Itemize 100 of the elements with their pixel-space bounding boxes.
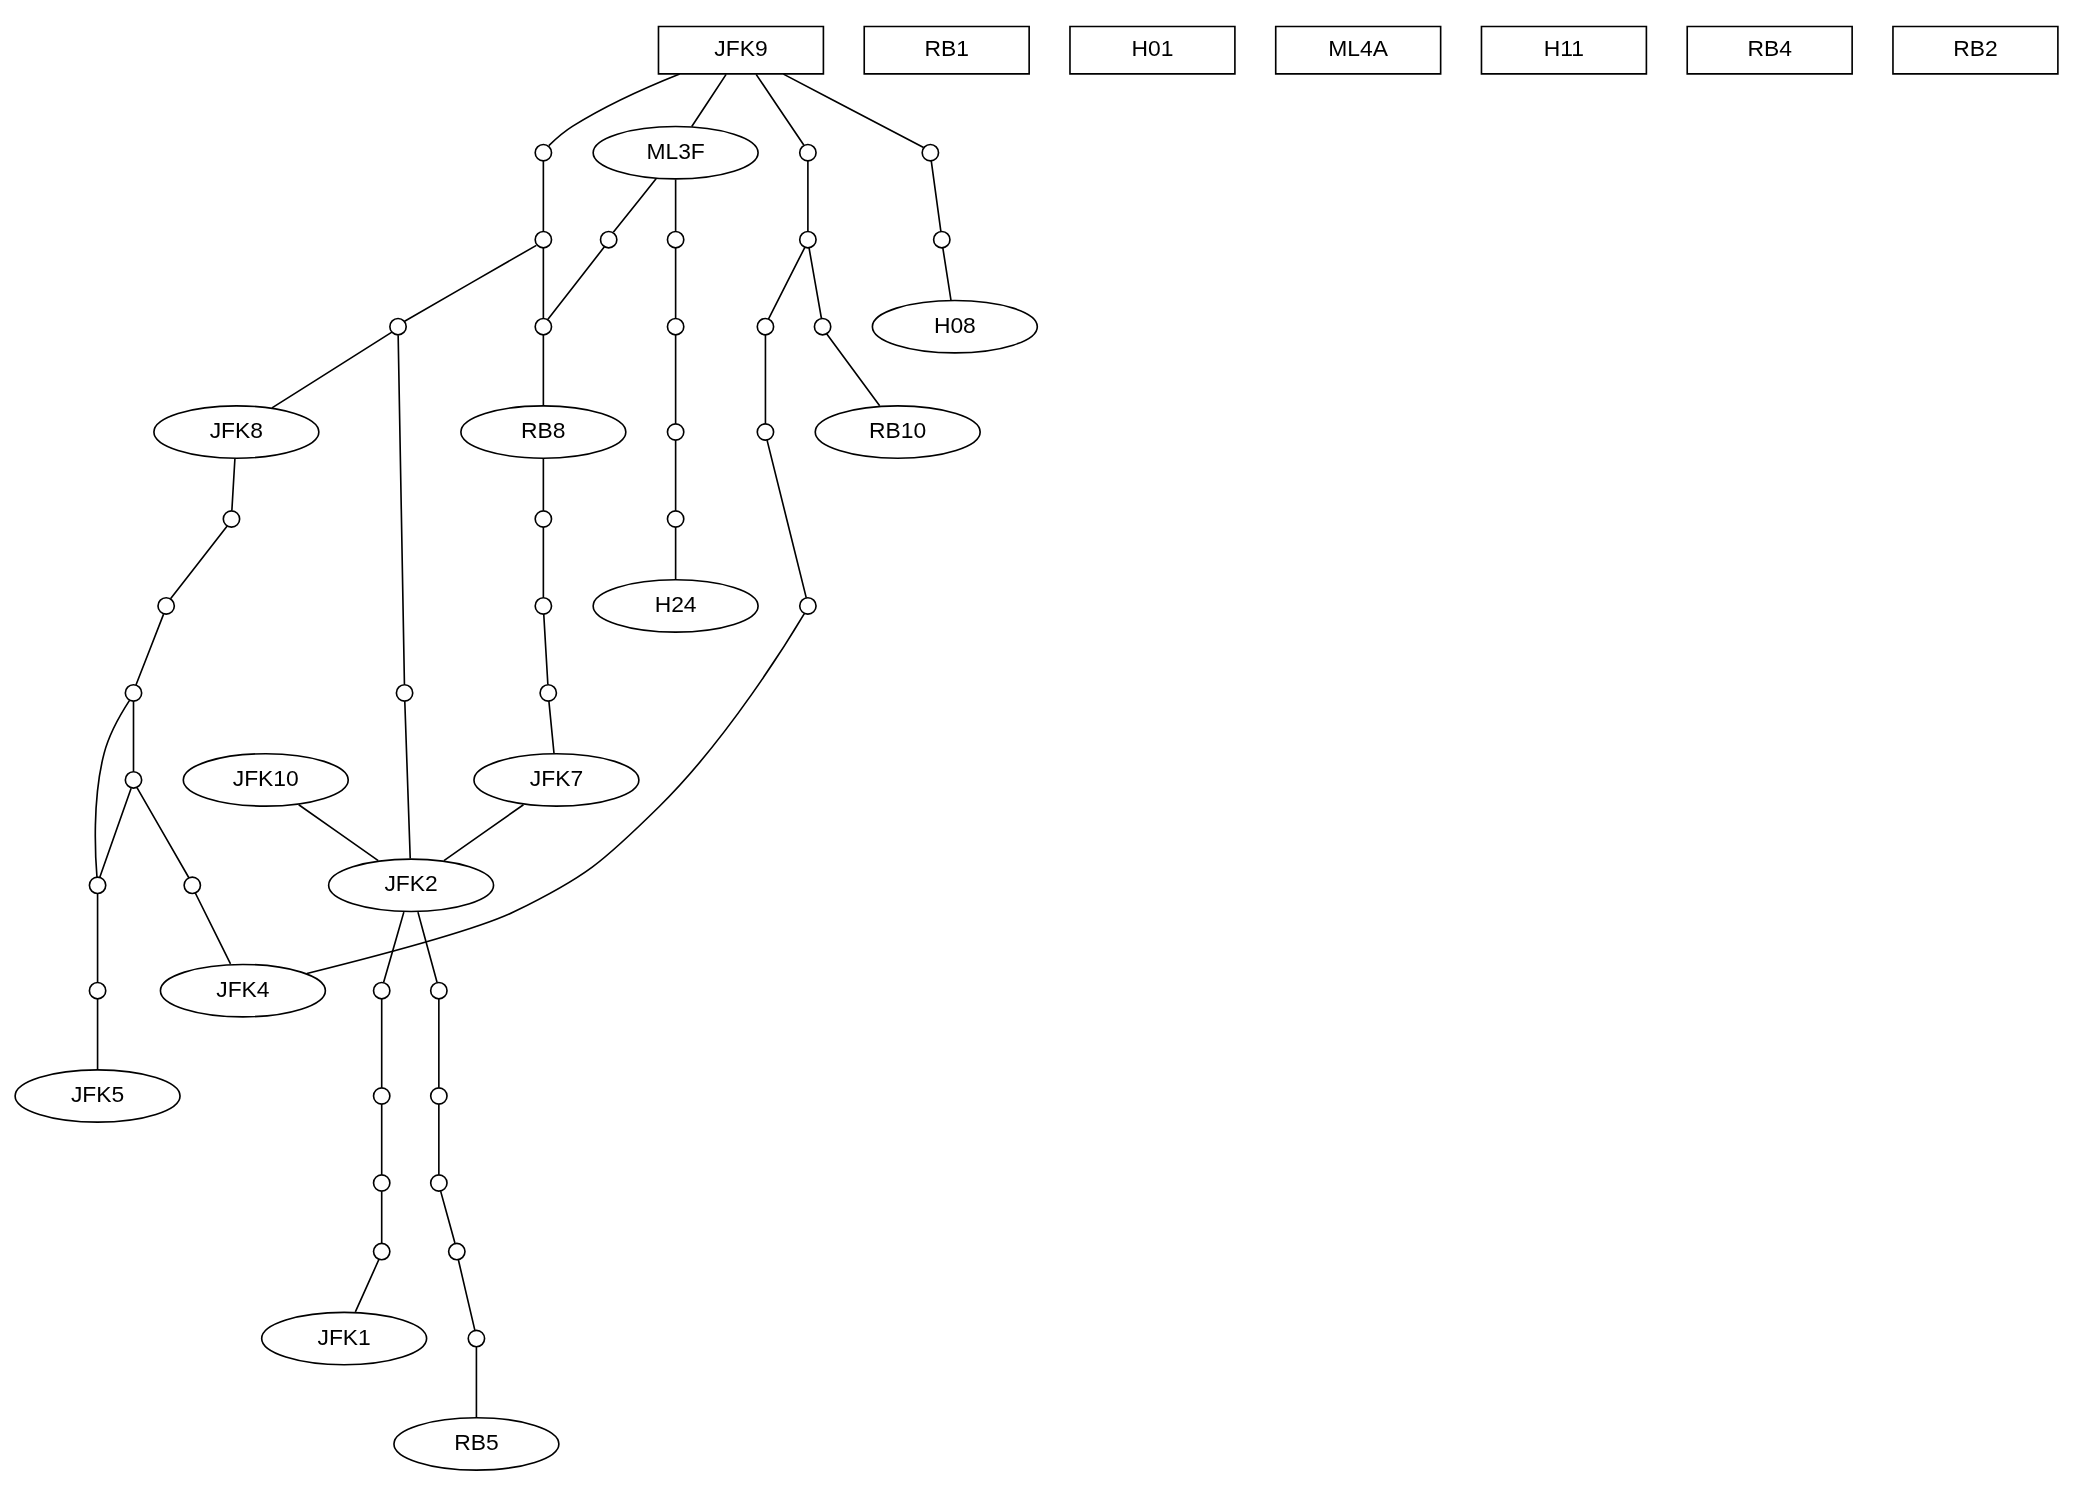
connector	[194, 892, 232, 965]
connector	[542, 526, 545, 599]
node-circle	[666, 230, 685, 249]
node-circle	[88, 981, 107, 1000]
connector	[808, 247, 823, 320]
connector	[99, 787, 132, 879]
node-circle	[124, 770, 143, 789]
connector	[755, 73, 805, 146]
node-circle	[813, 317, 832, 336]
connector	[674, 247, 677, 320]
connector	[306, 612, 806, 975]
node-ellipse: RB5	[393, 1416, 560, 1471]
node-circle	[389, 317, 407, 336]
node-circle	[395, 683, 414, 702]
node-ellipse: JFK7	[473, 752, 640, 807]
connector	[380, 1190, 383, 1244]
node-ellipse: RB10	[814, 405, 981, 459]
connector	[612, 177, 658, 234]
node-circle	[534, 510, 553, 528]
node-circle	[429, 1174, 448, 1192]
connector	[674, 439, 677, 512]
connector	[548, 73, 681, 147]
connector	[674, 526, 677, 581]
connector	[403, 244, 538, 323]
connector	[766, 439, 808, 599]
connector	[542, 613, 549, 686]
connector	[764, 334, 767, 425]
connector	[542, 160, 545, 233]
node-circle	[666, 510, 685, 528]
connector	[438, 1103, 440, 1176]
node-circle	[88, 876, 107, 895]
node-circle	[222, 510, 241, 528]
node-circle	[599, 230, 618, 249]
connector	[438, 998, 440, 1089]
node-circle	[534, 143, 553, 162]
connector	[135, 613, 165, 686]
node-circle	[372, 1174, 391, 1192]
node-circle	[798, 143, 817, 162]
node-circle	[124, 683, 143, 702]
connector	[674, 334, 677, 425]
node-ellipse: ML3F	[592, 125, 759, 180]
node-circle	[756, 423, 775, 441]
node-circle	[539, 683, 558, 702]
node-circle	[467, 1329, 486, 1348]
connector	[397, 334, 406, 686]
node-circle	[372, 1087, 391, 1105]
node-box: H01	[1069, 25, 1236, 75]
node-box: RB1	[863, 25, 1030, 75]
node-circle	[666, 423, 685, 441]
node-ellipse: JFK5	[14, 1069, 181, 1123]
node-circle	[372, 981, 391, 1000]
node-ellipse: JFK8	[153, 405, 320, 459]
node-circle	[534, 317, 553, 336]
connector	[382, 911, 405, 984]
connector	[542, 334, 545, 407]
node-circle	[447, 1242, 466, 1261]
node-box: JFK9	[657, 25, 825, 75]
connector	[674, 178, 677, 232]
connector	[443, 803, 525, 862]
connector	[231, 457, 236, 512]
node-ellipse: JFK1	[260, 1311, 428, 1366]
connector	[94, 699, 131, 878]
node-ellipse: JFK10	[182, 752, 350, 807]
connector	[546, 246, 606, 321]
node-circle	[798, 230, 817, 249]
connector	[380, 1103, 383, 1176]
connector	[380, 998, 383, 1089]
node-box: RB4	[1686, 25, 1853, 75]
connector	[825, 332, 881, 407]
node-circle	[798, 597, 817, 615]
node-circle	[372, 1242, 391, 1261]
connector	[132, 700, 135, 773]
connector	[782, 73, 925, 149]
connector	[96, 998, 99, 1071]
node-ellipse: JFK4	[159, 963, 327, 1018]
connector	[542, 457, 545, 512]
connector	[417, 911, 438, 984]
node-circle	[756, 317, 775, 336]
node-circle	[921, 143, 940, 162]
node-circle	[932, 230, 951, 249]
node-box: H11	[1480, 25, 1648, 75]
node-circle	[183, 876, 202, 895]
connector	[690, 73, 727, 128]
connector	[942, 247, 952, 301]
connector	[457, 1258, 476, 1331]
connector	[542, 247, 545, 320]
node-ellipse: RB8	[460, 405, 627, 459]
connector	[354, 1258, 380, 1313]
connector	[807, 160, 809, 233]
node-box: ML4A	[1274, 25, 1442, 75]
node-circle	[157, 597, 176, 615]
connector	[475, 1346, 478, 1418]
node-ellipse: H24	[592, 579, 759, 633]
node-circle	[429, 981, 448, 1000]
node-circle	[534, 230, 553, 249]
node-circle	[534, 597, 553, 615]
connector	[136, 786, 190, 879]
node-ellipse: JFK2	[327, 858, 495, 913]
node-ellipse: H08	[871, 299, 1039, 354]
connector	[403, 700, 412, 860]
